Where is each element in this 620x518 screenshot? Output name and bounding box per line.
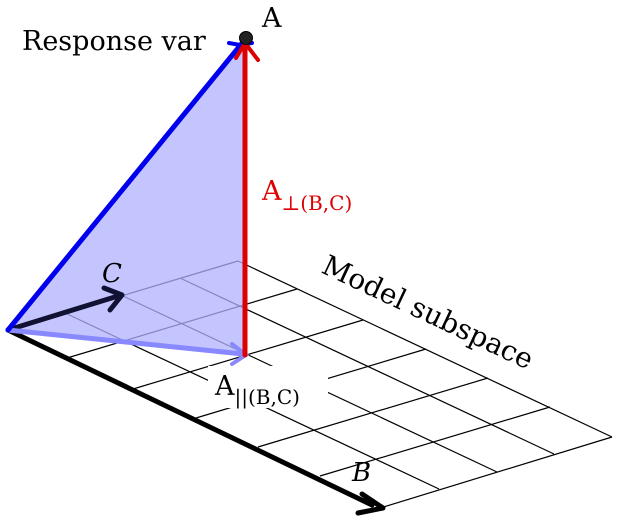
grid-line-c4 [257,377,489,448]
grid-edge-bottom [379,436,613,509]
a-perp-label: A⊥(B,C) [261,176,352,215]
vector-c [5,285,125,333]
vector-c-arrowhead [101,285,125,313]
projection-triangle [8,38,245,355]
vector-c-shaft [5,293,121,333]
a-parallel-main: A [214,371,235,402]
grid-line-c5 [319,406,551,477]
point-a-label: A [261,3,282,34]
vector-c-label: C [102,259,122,289]
a-parallel-sub: ||(B,C) [235,385,300,410]
a-parallel-shaft [5,327,246,357]
a-perp-label-text: A⊥(B,C) [261,176,352,215]
a-perp-main: A [261,176,282,207]
a-parallel-label-text: A||(B,C) [214,371,300,410]
vector-b-label: B [351,458,371,488]
vector-b-shaft [5,327,375,508]
vector-b-arrowhead [355,491,386,516]
model-subspace-label: Model subspace [317,248,539,376]
a-vector-shaft [5,39,246,333]
a-perp-sub: ⊥(B,C) [282,191,353,215]
a-parallel-label-bg [208,366,328,408]
point-a-dot [239,31,253,45]
a-parallel-label: A||(B,C) [208,366,328,410]
response-var-label: Response var [22,26,206,57]
vector-b [5,327,386,516]
